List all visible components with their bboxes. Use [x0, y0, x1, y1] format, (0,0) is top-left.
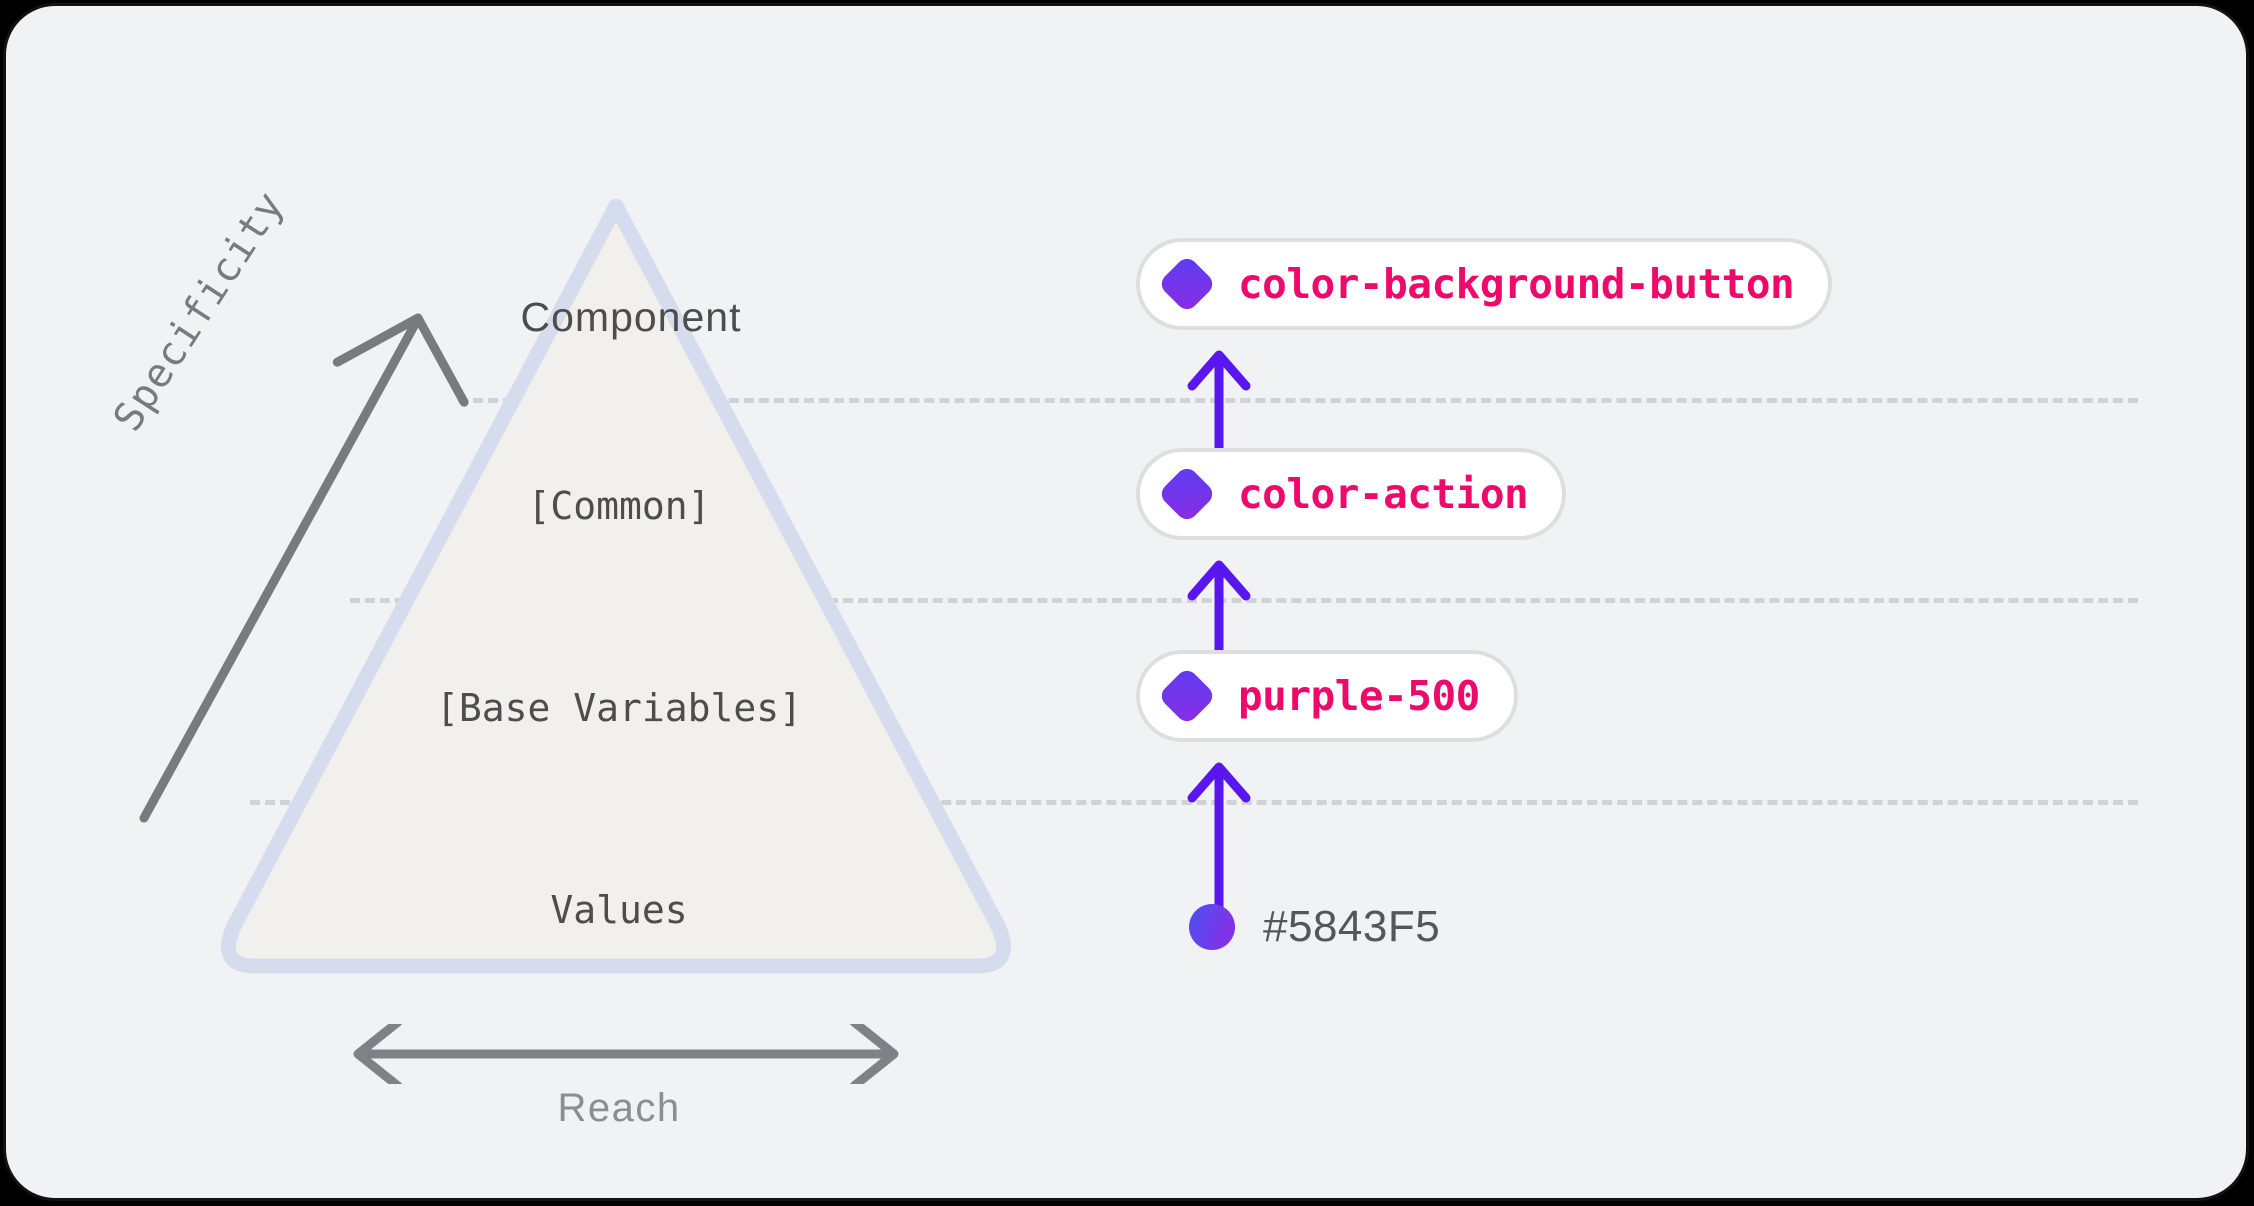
circle-swatch-icon: [1189, 904, 1235, 950]
tier-divider-base-values: [250, 800, 2138, 805]
tier-label-component: Component: [520, 294, 742, 340]
connector-arrow-base-to-common: [1187, 350, 1251, 454]
diamond-swatch-icon: [1157, 666, 1217, 726]
tier-divider-component-common: [458, 398, 2138, 403]
reach-axis-label: Reach: [557, 1086, 681, 1130]
tier-label-values: Values: [550, 888, 688, 932]
token-pill-base-variable[interactable]: purple-500: [1136, 650, 1518, 742]
pyramid-shape: [220, 198, 1012, 974]
token-label: purple-500: [1238, 671, 1480, 720]
specificity-axis-arrow: [139, 313, 469, 823]
tier-divider-common-base: [350, 598, 2138, 603]
tier-label-common: [Common]: [527, 484, 711, 528]
diagram-card: Component [Common] [Base Variables] Valu…: [3, 3, 2249, 1201]
token-pill-component[interactable]: color-background-button: [1136, 238, 1833, 330]
raw-value-label: #5843F5: [1263, 902, 1441, 951]
pyramid-outline: [220, 198, 1012, 974]
token-label: color-background-button: [1238, 259, 1795, 308]
connector-arrow-common-to-component: [1187, 560, 1251, 656]
raw-value-row: #5843F5: [1189, 902, 1440, 952]
reach-axis-arrow: [353, 1024, 899, 1084]
diamond-swatch-icon: [1157, 254, 1217, 314]
token-label: color-action: [1238, 469, 1529, 518]
connector-arrow-value-to-base: [1187, 762, 1251, 918]
diamond-swatch-icon: [1157, 464, 1217, 524]
tier-label-base-variables: [Base Variables]: [435, 686, 803, 730]
token-pill-common[interactable]: color-action: [1136, 448, 1567, 540]
